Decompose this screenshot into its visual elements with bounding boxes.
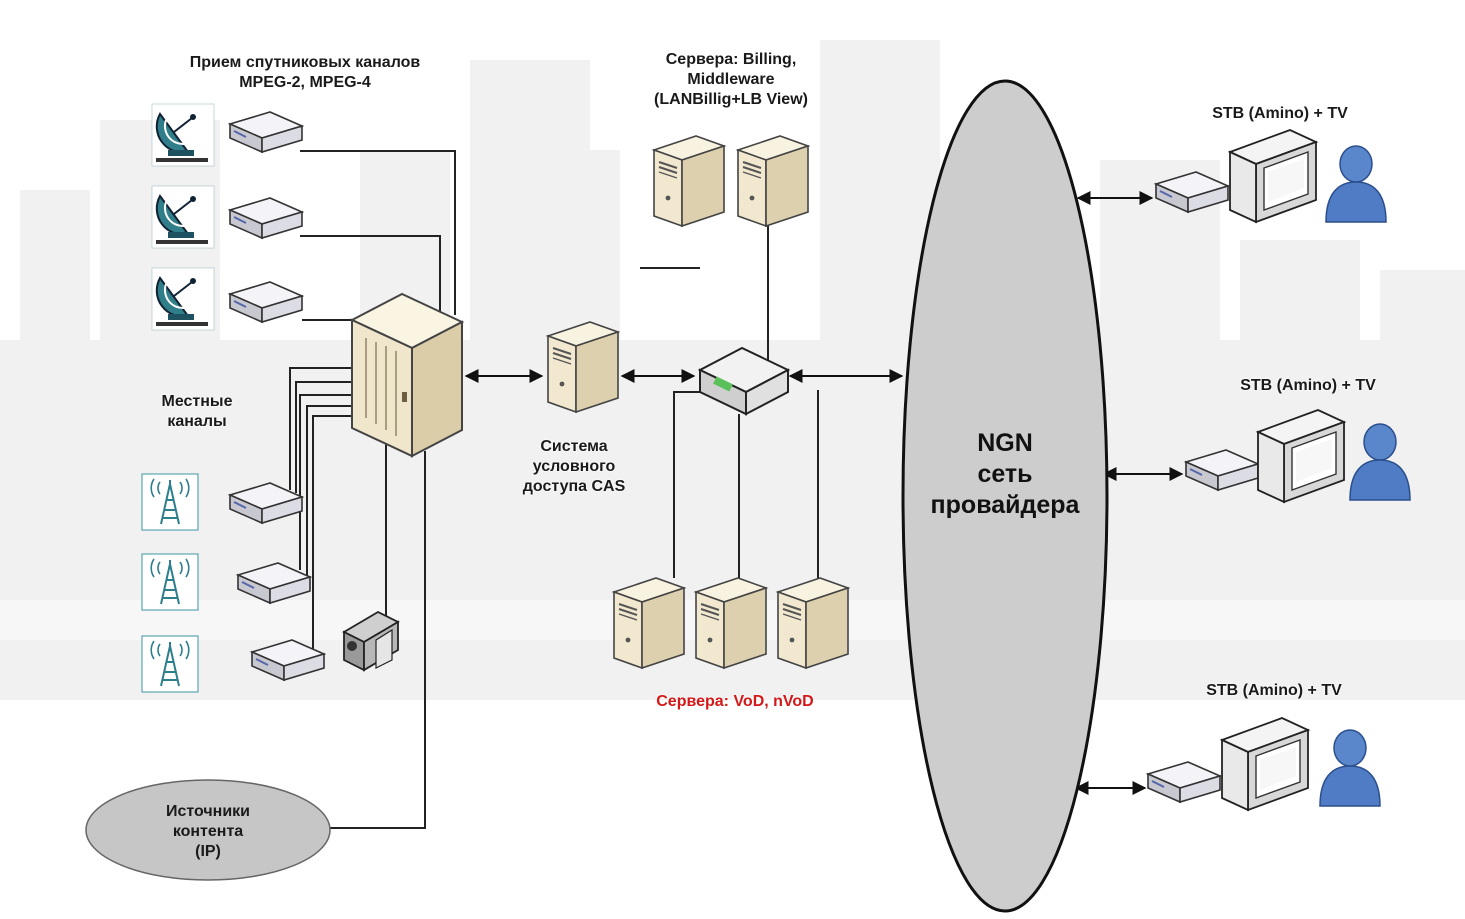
label-line: Middleware bbox=[687, 71, 775, 88]
headend-server-icon bbox=[349, 292, 465, 458]
content-sources-node bbox=[85, 779, 331, 881]
receiver-box-icon bbox=[229, 197, 303, 239]
label-line: Прием спутниковых каналов bbox=[189, 54, 421, 71]
user-icon bbox=[1319, 729, 1381, 807]
set-top-box-icon bbox=[1147, 761, 1221, 803]
ngn-label: NGN сеть провайдера bbox=[905, 428, 1105, 521]
label-line: Сервера: Billing, bbox=[665, 51, 797, 68]
label-line: Местные bbox=[161, 393, 233, 410]
label-line: провайдера bbox=[930, 491, 1080, 519]
server-tower-icon bbox=[613, 577, 685, 669]
label-line: каналы bbox=[167, 413, 227, 430]
cas-label: Система условного доступа CAS bbox=[504, 437, 644, 497]
local-channels-label: Местные каналы bbox=[138, 392, 256, 432]
server-tower-icon bbox=[695, 577, 767, 669]
stb-label-2: STB (Amino) + TV bbox=[1240, 377, 1376, 394]
user-icon bbox=[1325, 145, 1387, 223]
radio-tower-icon bbox=[141, 473, 199, 531]
label-line: (LANBillig+LB View) bbox=[654, 91, 808, 108]
label-line: контента bbox=[172, 823, 244, 840]
server-tower-icon bbox=[547, 321, 619, 413]
label-line: MPEG-2, MPEG-4 bbox=[239, 74, 371, 91]
stb-label-3: STB (Amino) + TV bbox=[1206, 682, 1342, 699]
satellite-dish-icon bbox=[151, 267, 215, 331]
receiver-box-icon bbox=[229, 111, 303, 153]
server-tower-icon bbox=[653, 135, 725, 227]
crt-monitor-icon bbox=[1221, 717, 1309, 811]
bidirectional-arrows bbox=[464, 191, 1184, 795]
label-line: условного bbox=[532, 458, 616, 475]
ngn-cloud bbox=[901, 79, 1109, 913]
video-camera-icon bbox=[342, 610, 400, 672]
label-line: NGN bbox=[977, 429, 1033, 457]
network-switch-icon bbox=[697, 346, 791, 416]
label-line: доступа CAS bbox=[522, 478, 626, 495]
connection-lines bbox=[289, 150, 819, 829]
content-sources-label: Источники контента (IP) bbox=[140, 802, 276, 862]
billing-servers-label: Сервера: Billing, Middleware (LANBillig+… bbox=[620, 50, 842, 110]
satellite-channels-label: Прием спутниковых каналов MPEG-2, MPEG-4 bbox=[160, 53, 450, 93]
label-line: Система bbox=[540, 438, 608, 455]
radio-tower-icon bbox=[141, 553, 199, 611]
label-line: Источники bbox=[165, 803, 251, 820]
label-line: сеть bbox=[977, 460, 1033, 488]
satellite-dish-icon bbox=[151, 103, 215, 167]
satellite-dish-icon bbox=[151, 185, 215, 249]
stb-label-1: STB (Amino) + TV bbox=[1212, 105, 1348, 122]
radio-tower-icon bbox=[141, 635, 199, 693]
receiver-box-icon bbox=[229, 281, 303, 323]
label-line: (IP) bbox=[195, 843, 221, 860]
server-tower-icon bbox=[737, 135, 809, 227]
vod-servers-label: Сервера: VoD, nVoD bbox=[656, 693, 814, 710]
crt-monitor-icon bbox=[1229, 129, 1317, 223]
server-tower-icon bbox=[777, 577, 849, 669]
